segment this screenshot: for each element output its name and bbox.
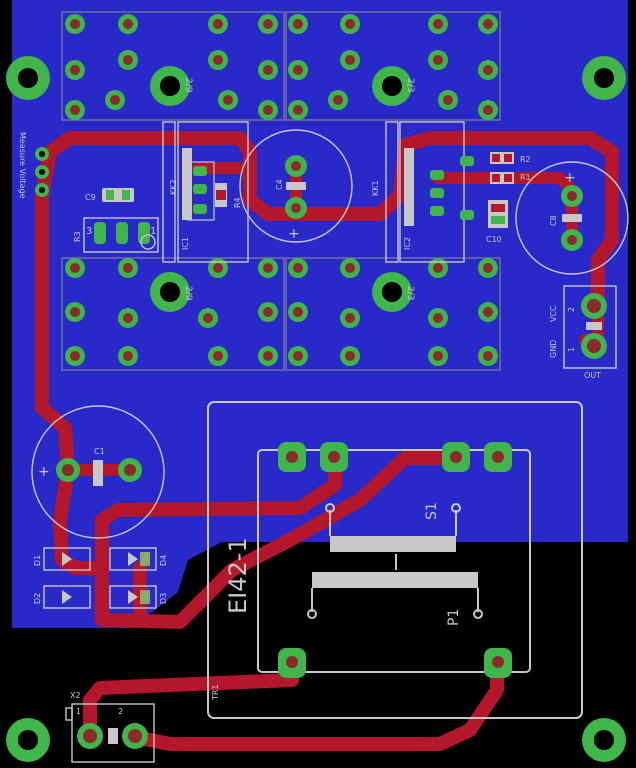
transformer-symbol: [307, 503, 483, 619]
c4-outline: [239, 129, 353, 243]
ic1-pads: [193, 166, 207, 214]
c4-plus: +: [288, 226, 300, 242]
r3-pin1: 1: [150, 226, 156, 237]
c8-outline: [515, 161, 629, 275]
c1-body: [93, 460, 103, 486]
c10-label: C10: [486, 235, 502, 244]
measure-voltage-header: [35, 147, 49, 197]
out-label: OUT: [584, 371, 601, 380]
ic2-label: IC2: [403, 237, 412, 250]
x2-pin2: 2: [118, 707, 123, 716]
copper-pour: [12, 0, 628, 628]
switch-label-b: 2/3: [405, 78, 415, 92]
c8-body: [562, 214, 582, 222]
d4-label: D4: [159, 555, 168, 566]
c8-plus: +: [564, 170, 576, 186]
measure-voltage-label: Measure Voltage: [18, 132, 27, 199]
c4-label: C4: [275, 179, 284, 190]
c8-label: C8: [549, 215, 558, 226]
ic2-pads: [430, 156, 474, 220]
c1-plus: +: [38, 464, 50, 480]
kk1-label: KK1: [371, 180, 380, 196]
x2-label: X2: [70, 691, 81, 700]
ic1-label: IC1: [181, 237, 190, 250]
gnd-label: GND: [549, 340, 558, 358]
switch-pads-bottom-left: [65, 258, 278, 366]
transformer-pads: [278, 442, 512, 678]
kk2-label: KK2: [169, 179, 178, 195]
vcc-label: VCC: [549, 305, 558, 322]
transformer-outline: [207, 401, 583, 719]
c9-label: C9: [85, 193, 96, 202]
r3-outline: [83, 217, 159, 253]
switch-footprints: [61, 11, 501, 371]
switch-pads-bottom-right: [288, 258, 498, 366]
d3-label: D3: [159, 593, 168, 604]
switch-label-a: 2/9: [183, 78, 193, 93]
switch-pads-top-left: [65, 14, 278, 120]
mounting-holes: [6, 56, 626, 762]
d2-label: D2: [33, 593, 42, 604]
transformer-core: [257, 449, 531, 673]
switch-label-d: 2/3: [405, 286, 415, 300]
kk2-outline: [162, 121, 176, 263]
r1-label: R1: [520, 173, 531, 182]
c1-label: C1: [94, 447, 105, 456]
c1-outline: [31, 405, 165, 539]
r3-label: R3: [73, 231, 82, 242]
p1-label: P1: [446, 609, 462, 626]
r4-label: R4: [233, 197, 242, 208]
r3-pin3: 3: [86, 226, 92, 237]
s1-label: S1: [424, 502, 440, 520]
c4-body: [286, 182, 306, 190]
out-pin1: 1: [567, 347, 576, 352]
ic1-outline: [177, 121, 249, 263]
transformer-label: EI42-1: [224, 537, 252, 614]
kk1-outline: [385, 121, 399, 263]
x2-terminal: [71, 703, 155, 763]
bridge-diodes: [43, 547, 157, 609]
ic2-outline: [399, 121, 465, 263]
tr1-label: TR1: [211, 684, 220, 701]
x2-pin1: 1: [76, 707, 81, 716]
r2-label: R2: [520, 155, 531, 164]
switch-label-c: 2/9: [183, 286, 193, 301]
out-terminal: [563, 285, 617, 369]
switch-pads-top-right: [288, 14, 498, 120]
d1-label: D1: [33, 555, 42, 566]
r3-pads: [94, 222, 150, 244]
ic1-tab: [182, 148, 192, 220]
out-pin2: 2: [567, 307, 576, 312]
